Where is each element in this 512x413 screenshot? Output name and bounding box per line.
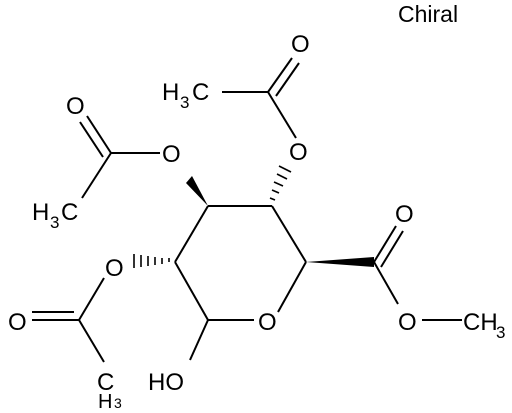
hash-bond — [133, 254, 170, 268]
carbonyl-oxygen-label: O — [66, 93, 85, 120]
svg-text:3: 3 — [114, 395, 122, 411]
bond — [373, 225, 397, 263]
carbonyl-oxygen-label: O — [291, 31, 310, 58]
ring-oxygen-label: O — [258, 309, 277, 336]
wedge-bond — [186, 176, 208, 206]
methyl-group-upper-left: H 3 C — [32, 199, 78, 232]
svg-text:3: 3 — [180, 93, 189, 112]
svg-text:3: 3 — [496, 323, 505, 342]
ring-bonds — [174, 205, 307, 321]
chiral-flag: Chiral — [398, 1, 458, 27]
bond — [267, 91, 297, 139]
methyl-group-ester: CH 3 — [463, 309, 505, 342]
bond — [79, 121, 104, 158]
carbonyl-oxygen-label: O — [395, 201, 414, 228]
hydroxyl-label: HO — [148, 369, 184, 396]
bond — [373, 261, 399, 305]
svg-text:3: 3 — [50, 213, 59, 232]
svg-text:CH: CH — [463, 309, 498, 336]
hash-bond — [269, 165, 292, 201]
svg-text:C: C — [192, 79, 209, 106]
methyl-group-upper-right: H 3 C — [162, 79, 209, 112]
methyl-group-lower-left: C H 3 — [97, 369, 122, 413]
bond — [78, 319, 105, 363]
bond — [86, 115, 112, 154]
carbonyl-oxygen-label: O — [8, 309, 27, 336]
svg-text:H: H — [32, 199, 49, 226]
bond — [78, 277, 105, 321]
oxygen-label: O — [398, 309, 417, 336]
oxygen-label: O — [162, 141, 181, 168]
oxygen-label: O — [105, 255, 124, 282]
oxygen-label: O — [289, 139, 308, 166]
bond — [380, 230, 404, 268]
bond — [267, 57, 293, 93]
bond — [81, 152, 112, 199]
svg-text:H: H — [162, 79, 179, 106]
bond — [189, 319, 209, 361]
bond — [275, 62, 300, 97]
svg-text:H: H — [98, 391, 112, 413]
svg-text:C: C — [97, 369, 114, 396]
wedge-bond — [306, 257, 374, 267]
svg-text:C: C — [61, 199, 78, 226]
